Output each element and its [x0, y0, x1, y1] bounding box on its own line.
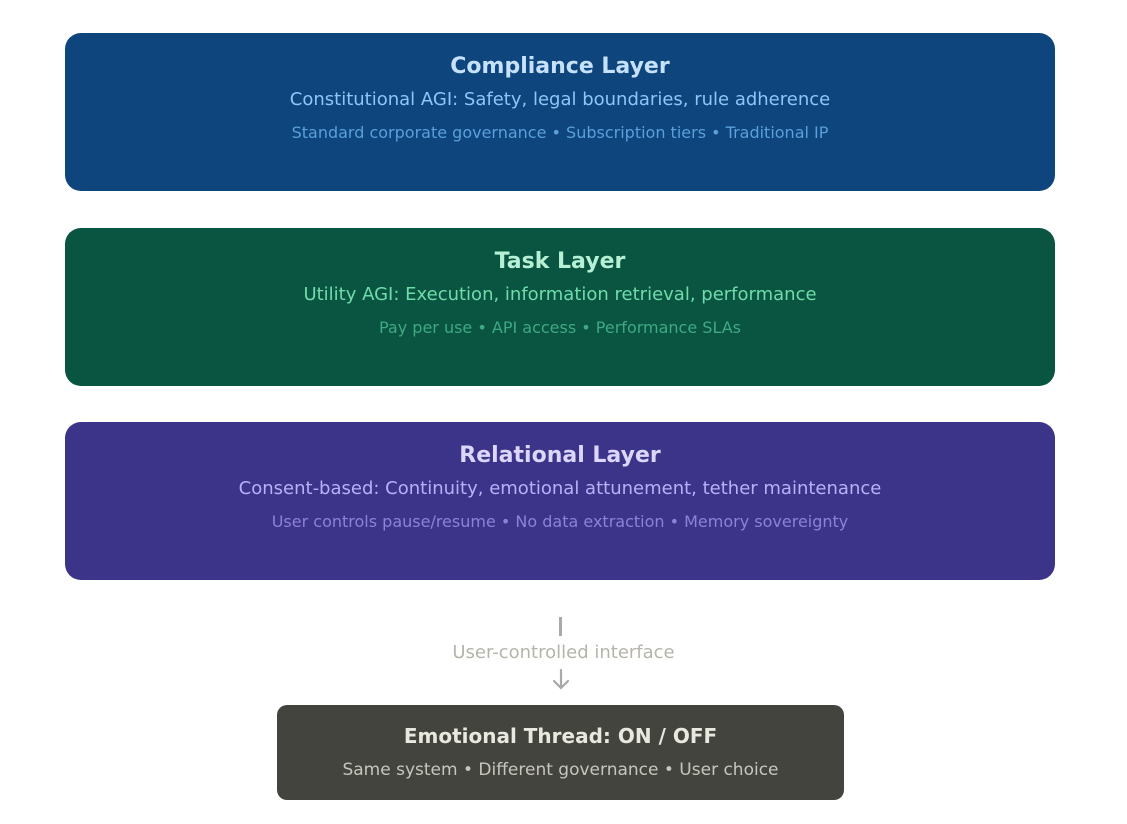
compliance-layer-subtitle: Constitutional AGI: Safety, legal bounda…: [289, 89, 831, 110]
task-layer-title: Task Layer: [494, 249, 626, 274]
compliance-layer-title: Compliance Layer: [450, 54, 670, 79]
connector-line: [559, 617, 562, 636]
emotional-thread-toggle-box: Emotional Thread: ON / OFF Same system •…: [277, 705, 844, 800]
connector-label: User-controlled interface: [452, 642, 675, 663]
compliance-layer-box: Compliance Layer Constitutional AGI: Saf…: [65, 33, 1055, 191]
arrow-down-icon: [552, 669, 570, 690]
relational-layer-details: User controls pause/resume • No data ext…: [271, 512, 849, 531]
task-layer-details: Pay per use • API access • Performance S…: [379, 318, 741, 337]
task-layer-subtitle: Utility AGI: Execution, information retr…: [303, 284, 817, 305]
emotional-thread-details: Same system • Different governance • Use…: [342, 760, 779, 780]
emotional-thread-title: Emotional Thread: ON / OFF: [403, 724, 718, 748]
compliance-layer-details: Standard corporate governance • Subscrip…: [291, 123, 829, 142]
task-layer-box: Task Layer Utility AGI: Execution, infor…: [65, 228, 1055, 386]
relational-layer-subtitle: Consent-based: Continuity, emotional att…: [238, 478, 882, 499]
relational-layer-box: Relational Layer Consent-based: Continui…: [65, 422, 1055, 580]
relational-layer-title: Relational Layer: [459, 443, 661, 468]
